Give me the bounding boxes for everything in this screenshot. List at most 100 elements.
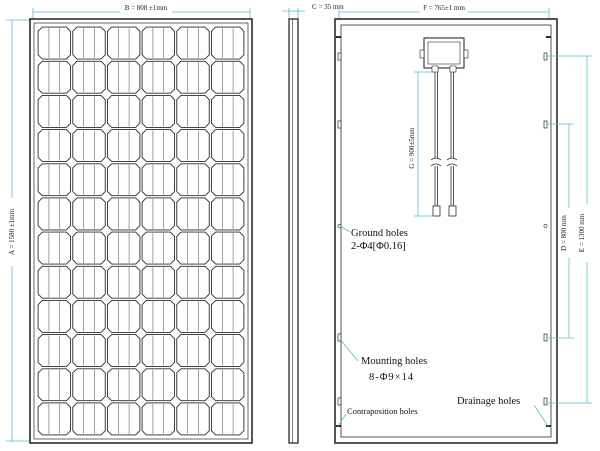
solar-cell [106,334,141,368]
solar-cell [72,368,106,402]
solar-cell [210,368,245,402]
solar-cell [37,368,72,402]
front-panel-frame [29,18,253,444]
solar-cell [210,129,245,163]
solar-cell [210,26,245,60]
solar-cell [72,163,106,197]
solar-cell [37,60,72,94]
dimension-d: D = 800 mm [548,123,574,339]
ground-holes-title: Ground holes [351,228,408,239]
solar-cell [106,129,141,163]
front-panel-inner-frame [33,22,249,440]
solar-cell [141,60,176,94]
solar-cell [72,26,106,60]
solar-cell [72,334,106,368]
solar-cell [176,402,210,436]
solar-cell [37,265,72,299]
solar-cell [106,94,141,128]
solar-cell [37,299,72,333]
solar-cell [176,265,210,299]
solar-cell [106,368,141,402]
solar-cell [141,231,176,265]
output-cables [430,72,458,217]
solar-cell [72,299,106,333]
side-profile [288,18,299,444]
solar-cell [106,231,141,265]
solar-cell [210,265,245,299]
dimension-b-label: B = 808 ±1mm [125,4,168,12]
solar-cell [176,368,210,402]
solar-cell [72,94,106,128]
dimension-b: B = 808 ±1mm [32,4,251,20]
solar-cell [210,163,245,197]
dimension-e-label: E = 1300 mm [578,213,586,252]
solar-cell [176,231,210,265]
solar-cell [210,197,245,231]
solar-cell [210,334,245,368]
solar-cell [141,163,176,197]
solar-cell [72,60,106,94]
side-view: C = 35 mm [282,3,344,444]
solar-cell [37,163,72,197]
dimension-g: G = 900±5mm [408,71,432,217]
solar-cell [210,402,245,436]
dimension-a-label: A = 1580 ±1mm [8,208,16,255]
drainage-holes-label: Drainage holes [457,396,520,407]
dimension-a: A = 1580 ±1mm [6,19,30,442]
solar-cell [106,26,141,60]
dimension-f-label: F = 765±1 mm [423,4,465,12]
solar-cell [176,26,210,60]
solar-cell [72,231,106,265]
solar-cell [141,299,176,333]
solar-cell [210,231,245,265]
solar-cell [106,197,141,231]
dimension-e: E = 1300 mm [548,55,592,404]
solar-cell [106,60,141,94]
solar-cell [106,402,141,436]
back-panel-inner-frame [340,24,552,438]
solar-cell [141,265,176,299]
solar-cell [37,334,72,368]
solar-cell [141,334,176,368]
solar-cell [37,402,72,436]
mounting-holes [337,52,548,406]
back-panel-frame [334,18,558,444]
solar-cell [106,163,141,197]
mounting-holes-title: Mounting holes [361,356,427,367]
solar-cell [141,197,176,231]
junction-box [419,37,469,73]
solar-cell [72,129,106,163]
contraposition-holes-label: Contraposition holes [347,406,418,416]
solar-cell [176,60,210,94]
solar-cell [37,129,72,163]
dimension-c-label: C = 35 mm [312,3,344,11]
dimension-d-label: D = 800 mm [560,215,568,251]
front-view: B = 808 ±1mm A = 1580 ±1mm [6,4,253,444]
dimension-g-label: G = 900±5mm [408,127,416,169]
solar-cell [37,231,72,265]
solar-cell [176,197,210,231]
solar-cell [37,26,72,60]
ground-holes-callout: Ground holes 2-Φ4[Φ0.16] [339,225,408,252]
solar-cell [210,94,245,128]
drainage-holes-marks [336,36,551,427]
solar-cell [176,299,210,333]
ground-holes-spec: 2-Φ4[Φ0.16] [351,241,406,252]
solar-cell [141,94,176,128]
solar-cell [141,368,176,402]
solar-cell [72,402,106,436]
solar-cell [141,129,176,163]
solar-cell-grid [37,26,245,436]
solar-cell [37,197,72,231]
solar-cell [176,334,210,368]
solar-cell [176,129,210,163]
solar-cell [141,26,176,60]
mounting-holes-spec: 8-Φ9×14 [369,372,414,383]
solar-cell [176,94,210,128]
drainage-holes-callout: Drainage holes [457,396,549,427]
mounting-holes-callout: Mounting holes 8-Φ9×14 [339,338,427,383]
solar-cell [210,299,245,333]
solar-cell [141,402,176,436]
back-view: F = 765±1 mm [334,4,592,444]
